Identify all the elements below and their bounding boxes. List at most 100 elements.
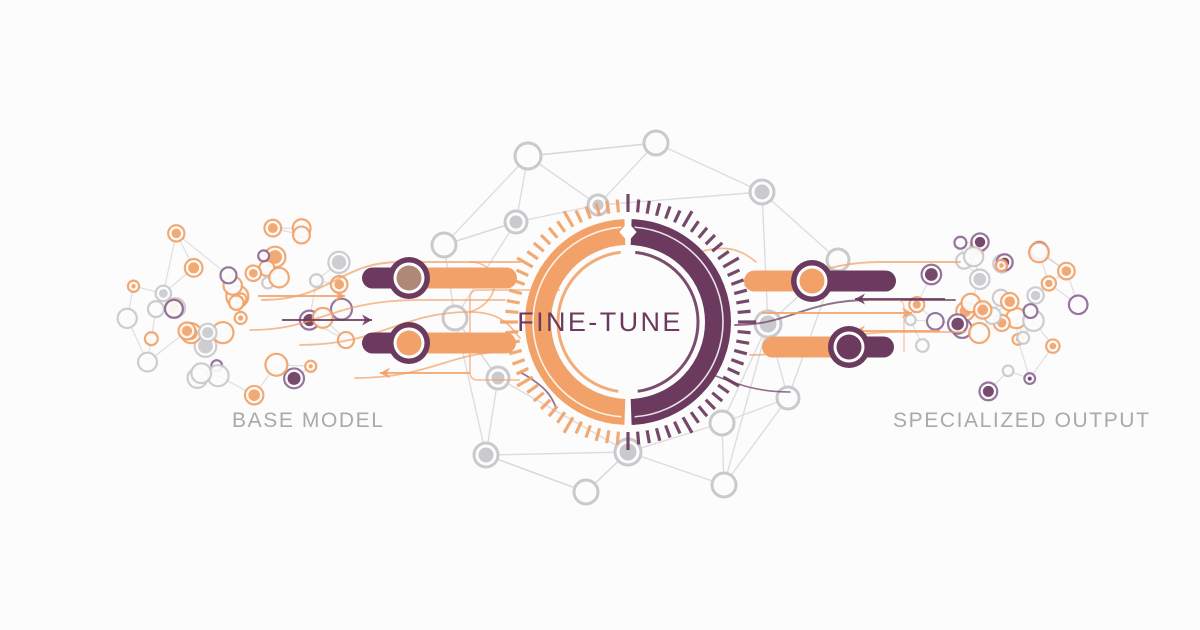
hub-tick	[594, 427, 602, 442]
hub-tick	[506, 299, 520, 305]
arrow-right-purple-back-head	[855, 293, 865, 305]
hub-tick	[733, 288, 748, 296]
lattice-edge	[627, 422, 723, 453]
hub-tick	[532, 391, 545, 403]
base-node-node	[219, 266, 238, 285]
base-node-node-core	[308, 364, 313, 369]
base-node-node	[311, 306, 334, 329]
base-node-node-core	[181, 325, 193, 337]
specialized-output-network	[904, 232, 1089, 402]
hub-tick	[689, 220, 700, 233]
hub-tick	[526, 250, 539, 261]
lattice-node-core	[619, 443, 637, 461]
left-connector-lower-token-core	[396, 330, 422, 356]
hub-inner-arc-orange	[556, 250, 621, 393]
lattice-edge	[527, 142, 657, 157]
hub-band-hairline-purple	[634, 226, 724, 418]
lattice-edge	[761, 191, 839, 261]
hub-tick	[511, 278, 526, 286]
base-node-node	[136, 351, 158, 373]
hub-tick	[704, 233, 717, 246]
base-node-node	[116, 307, 138, 330]
hub-arc-purple	[630, 219, 731, 425]
signal-trace	[261, 261, 521, 301]
hub-tick	[717, 250, 730, 261]
signal-trace	[705, 371, 791, 393]
lattice-node	[513, 141, 543, 171]
hub-tick	[605, 200, 611, 214]
output-node-node-core	[924, 268, 938, 281]
left-connector-upper-token-core	[396, 265, 422, 291]
hub-tick	[635, 199, 641, 213]
base-node-node	[308, 273, 324, 289]
left-connector-upper-orange	[404, 267, 517, 289]
output-node-node-core	[1045, 279, 1053, 288]
base-model-label: BASE MODEL	[232, 409, 385, 432]
hub-tick	[505, 329, 519, 335]
arrow-right-orange-fwd-head	[902, 307, 912, 319]
lattice-node-core	[509, 215, 523, 229]
output-node-node	[1067, 294, 1089, 316]
hub-tick	[730, 278, 745, 286]
base-node-node-core	[287, 371, 301, 385]
hub-tick	[689, 411, 700, 424]
hub-tick	[532, 241, 545, 253]
hub-tick	[615, 199, 621, 213]
output-node-node-core	[912, 300, 921, 309]
base-node-node	[190, 362, 213, 385]
right-connector-upper-token-core	[799, 268, 825, 294]
hub-tick	[515, 367, 529, 376]
right-connector-lower-token-core	[836, 334, 862, 360]
hub-tick	[736, 339, 750, 345]
output-node-node	[968, 321, 991, 345]
base-node-node	[143, 331, 159, 347]
base-node-node	[228, 294, 245, 312]
lattice-node	[708, 409, 736, 437]
output-node-node	[925, 311, 945, 331]
base-node-node-core	[131, 284, 136, 289]
hub-tick	[711, 391, 724, 403]
arrow-left-purple-in-head	[362, 314, 372, 326]
base-model-network	[116, 218, 356, 406]
signal-trace	[299, 311, 521, 346]
base-node-node-core	[268, 250, 283, 264]
base-node-node-core	[267, 223, 278, 234]
lattice-node	[642, 129, 670, 157]
lattice-node-core	[754, 184, 770, 200]
hub-seam-diamond	[619, 222, 637, 242]
hub-tick	[539, 398, 552, 411]
hub-tick	[547, 405, 559, 418]
lattice-edge	[655, 142, 763, 193]
output-node-node	[1001, 364, 1015, 378]
output-node-node-core	[999, 263, 1004, 268]
hub-tick	[516, 375, 534, 388]
hub-tick	[730, 358, 745, 366]
flow-arrows	[258, 290, 945, 379]
base-node-edge	[175, 232, 229, 276]
lattice-edge	[443, 155, 529, 246]
lattice-edge	[723, 397, 789, 486]
connector-bars	[362, 257, 896, 368]
output-node-node-core	[951, 317, 964, 331]
hub-tick	[664, 424, 672, 439]
hub-tick	[508, 348, 523, 356]
hub-label: FINE-TUNE	[517, 307, 683, 337]
output-node-node-core	[1004, 296, 1016, 307]
lattice-edge	[485, 454, 587, 493]
hub-tick	[506, 339, 520, 345]
hub-tick	[673, 209, 682, 223]
hub-tick	[584, 424, 592, 439]
output-node-node-core	[973, 272, 987, 286]
output-node-node	[962, 245, 985, 268]
output-node-node-core	[1030, 290, 1041, 301]
lattice-edge	[597, 142, 657, 206]
hub-tick	[556, 411, 567, 424]
hub-tick	[508, 288, 523, 296]
output-node-node	[1027, 241, 1050, 264]
fine-tune-hub	[500, 194, 756, 450]
hub-tick	[562, 210, 575, 228]
arrow-left-orange-in-head	[335, 290, 345, 302]
hub-tick	[681, 416, 694, 434]
lattice-edge	[597, 191, 763, 206]
